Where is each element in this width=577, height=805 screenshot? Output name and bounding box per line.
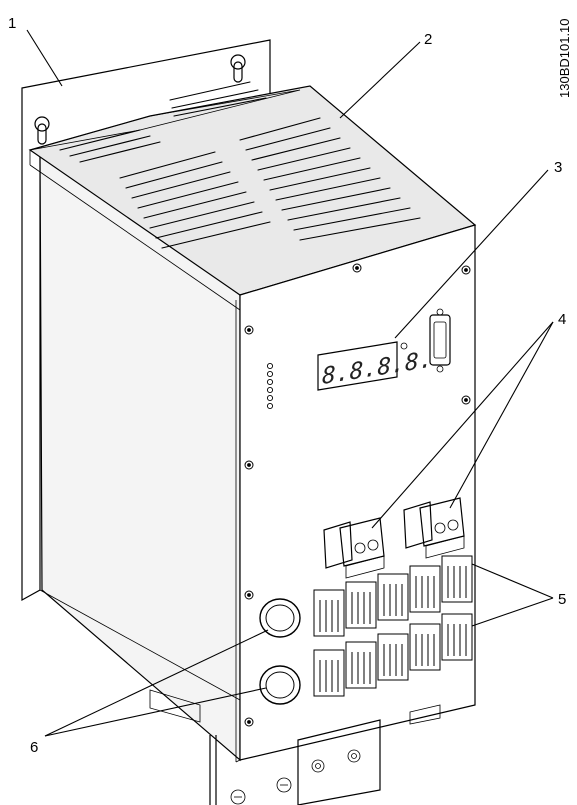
- terminal-blocks-lower: [313, 613, 473, 697]
- terminal-blocks-upper: [313, 555, 473, 637]
- callout-2: 2: [424, 31, 432, 48]
- callout-line-6b: [44, 687, 267, 737]
- keyhole-slot-right: [230, 54, 246, 83]
- callout-6: 6: [30, 739, 38, 756]
- cable-gland-knockouts: [259, 598, 301, 705]
- serial-connector: [429, 308, 451, 373]
- callout-4: 4: [558, 311, 566, 328]
- callout-line-5a: [471, 563, 554, 599]
- callout-lines: [26, 29, 554, 737]
- callout-line-3: [394, 169, 549, 339]
- document-id: 130BD101.10: [557, 18, 572, 98]
- callout-line-4a: [371, 321, 554, 529]
- callout-line-6a: [44, 629, 269, 737]
- callout-1: 1: [8, 15, 16, 32]
- callout-line-2: [339, 41, 421, 119]
- callout-line-1: [26, 29, 63, 87]
- callout-line-5b: [471, 597, 554, 627]
- relay-connector-left: [323, 517, 385, 579]
- ventilation-slots: [59, 81, 421, 249]
- relay-connector-right: [403, 497, 465, 559]
- led-indicators: [266, 362, 274, 410]
- callout-5: 5: [558, 591, 566, 608]
- callout-3: 3: [554, 159, 562, 176]
- bottom-bracket: [149, 689, 441, 805]
- keyhole-slot-left: [34, 116, 50, 145]
- callout-line-4b: [449, 321, 554, 509]
